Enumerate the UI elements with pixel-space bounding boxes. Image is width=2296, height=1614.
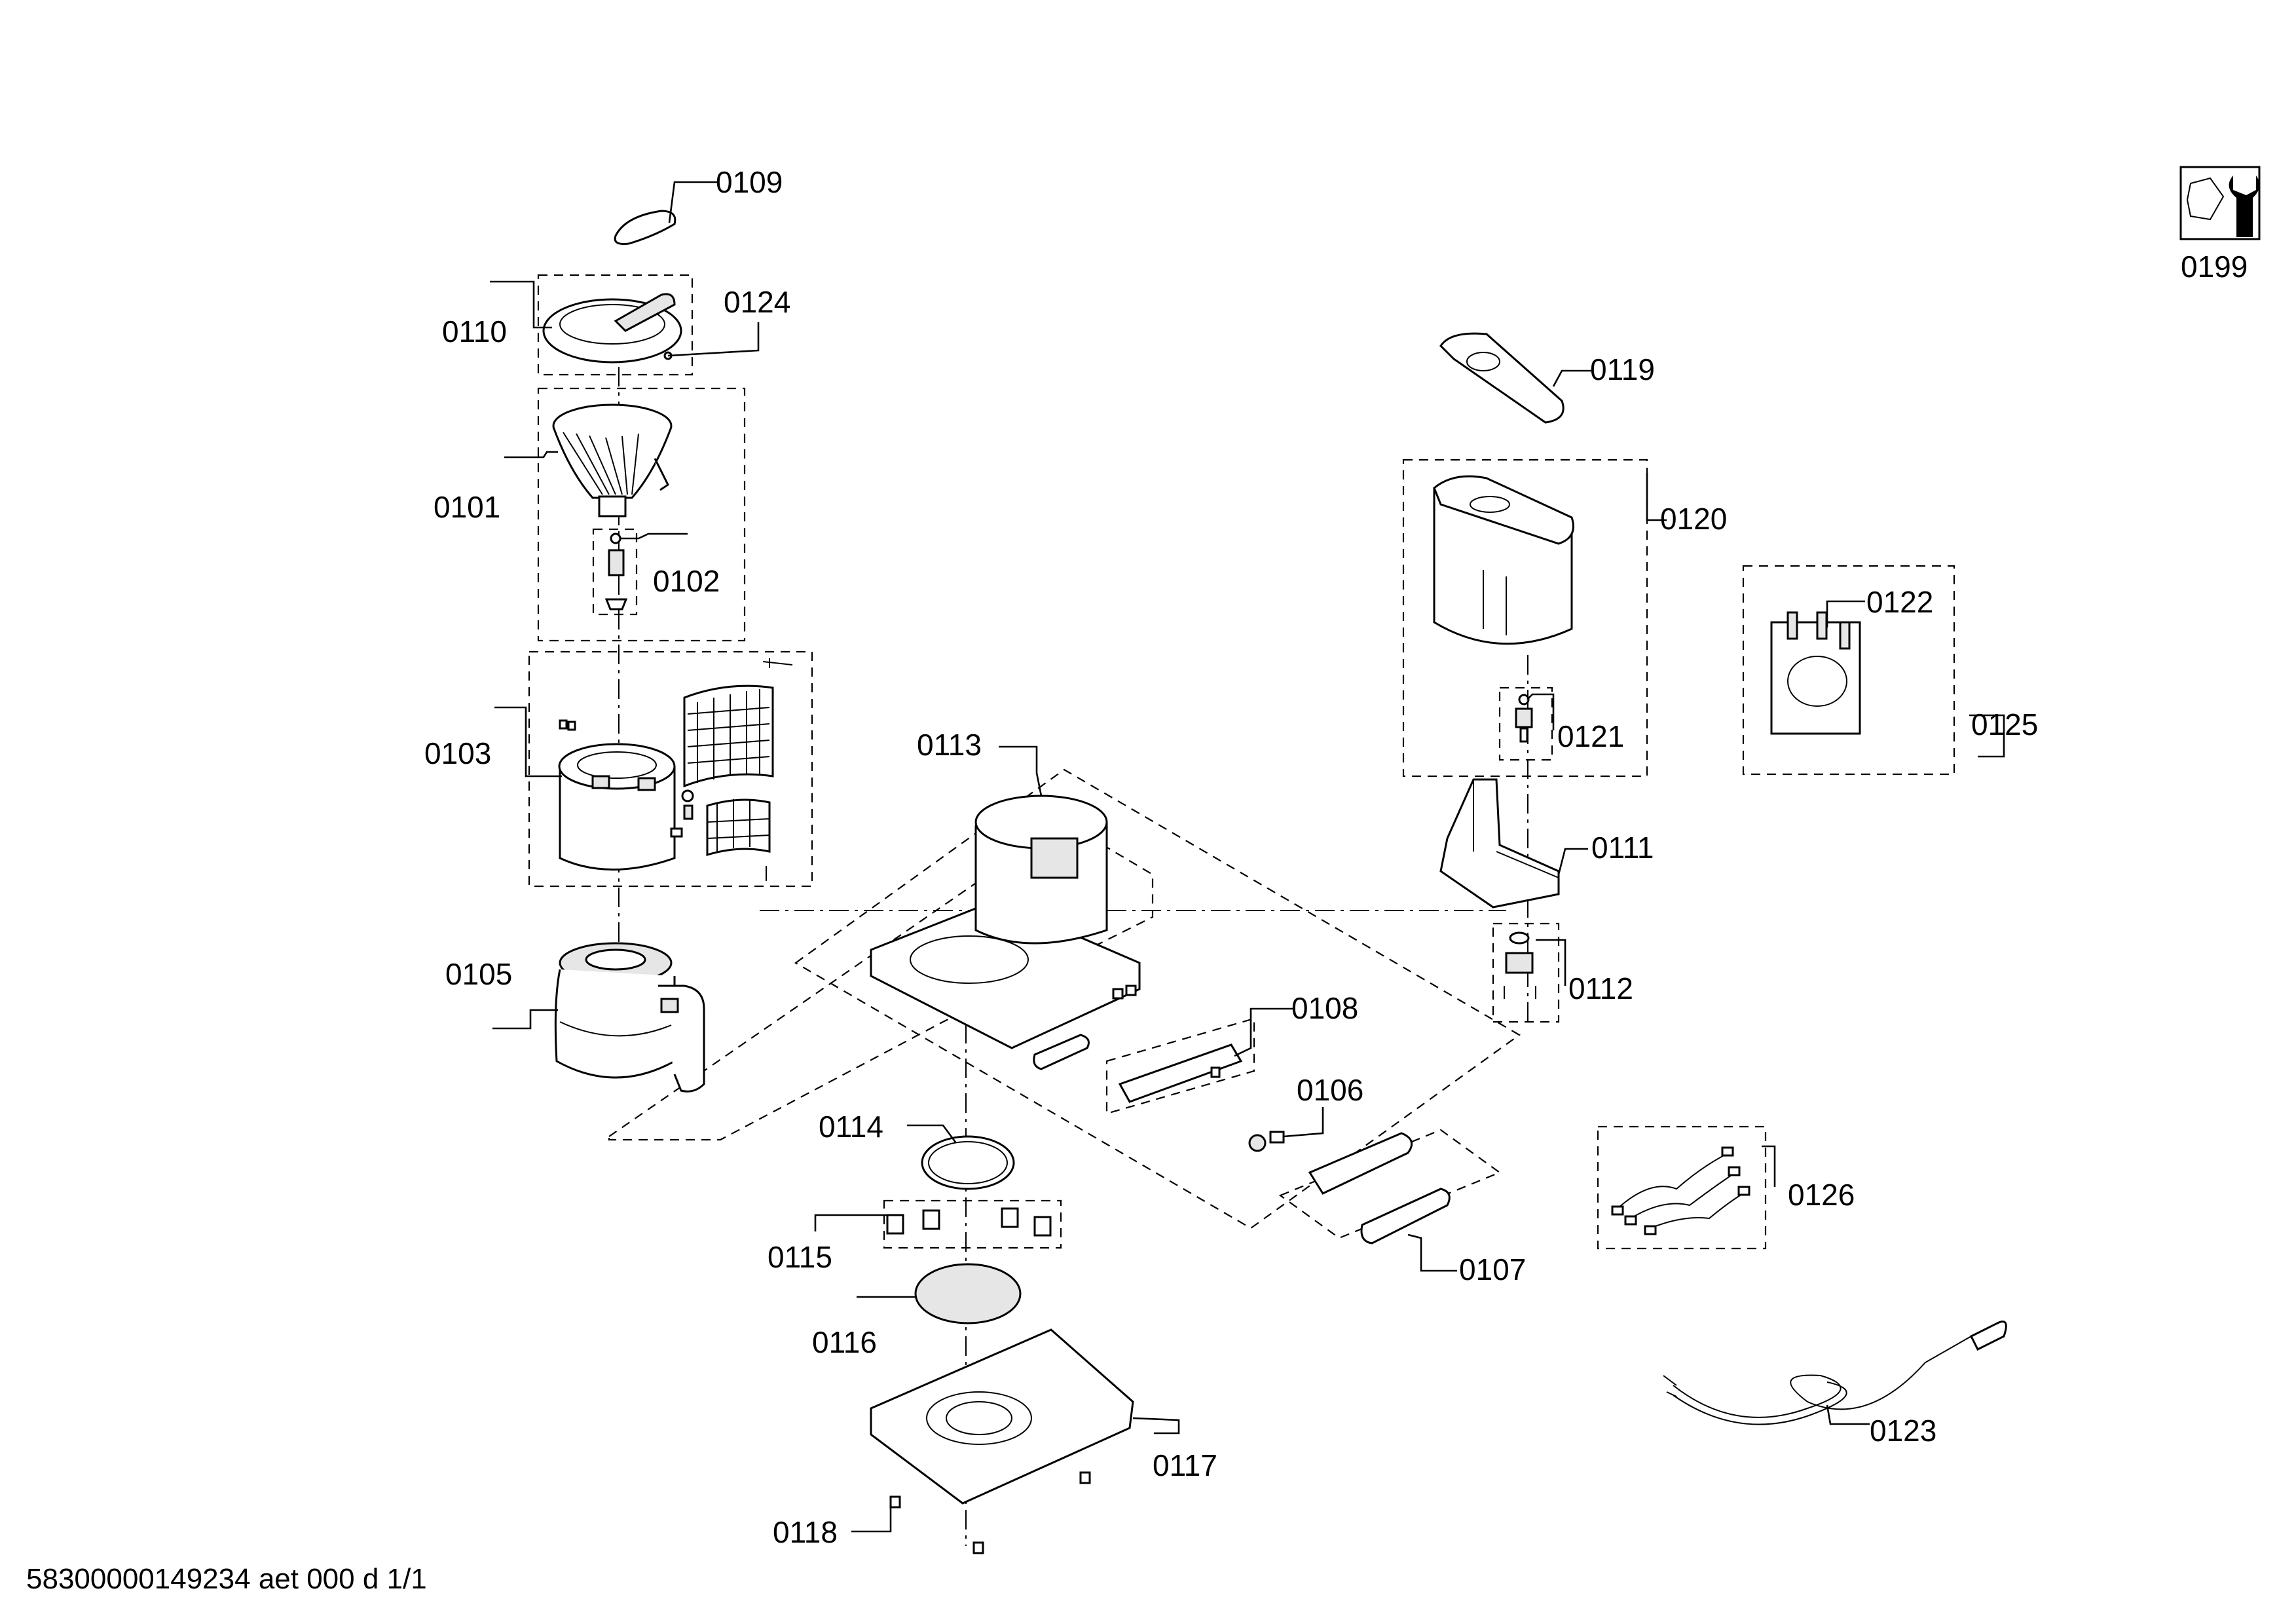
part-0123-power-cord [1663,1321,2007,1425]
part-0102-drip-valve [604,533,628,610]
callout-0113: 0113 [917,728,982,762]
part-0115-clips [886,1207,1052,1237]
part-0103-heater-unit [558,658,793,881]
leader-lines [490,181,2005,1533]
callout-0108: 0108 [1291,991,1358,1025]
part-0108-control-board [1118,1043,1243,1103]
part-0109-lid-knob [614,210,676,245]
part-0107-switch-housing [1308,1132,1451,1245]
callout-0122: 0122 [1866,585,1933,619]
callout-labels: 0109 0110 0124 0101 0102 0103 0105 0113 … [424,165,2248,1549]
part-0110-lid [542,293,682,364]
callout-0124: 0124 [724,285,790,319]
callout-0102: 0102 [653,564,720,598]
callout-0120: 0120 [1660,502,1727,536]
document-id: 58300000149234 aet 000 d 1/1 [26,1563,427,1595]
callout-0109: 0109 [716,165,783,199]
part-0121-tank-valve [1515,694,1533,743]
part-0120-water-tank [1433,475,1574,645]
part-0116-insulation-disc [914,1263,1022,1324]
callout-0103: 0103 [424,736,491,770]
callout-0112: 0112 [1568,971,1633,1005]
callout-0119: 0119 [1590,352,1655,386]
callout-0105: 0105 [445,957,512,991]
part-0114-seal-ring [921,1135,1015,1190]
callout-0115: 0115 [768,1240,832,1274]
part-0117-base-plate [870,1328,1134,1554]
callout-0114: 0114 [819,1110,883,1144]
callout-0121: 0121 [1557,719,1624,753]
callout-0106: 0106 [1297,1073,1363,1107]
wrench-icon [2179,166,2261,240]
part-0126-wire-harness [1611,1146,1750,1235]
callout-0116: 0116 [812,1325,877,1359]
callout-0118: 0118 [773,1515,838,1549]
callout-0199: 0199 [2181,250,2248,284]
part-0119-water-tank-lid [1439,332,1565,424]
callout-0110: 0110 [442,314,507,348]
part-0113-main-housing [870,795,1141,1070]
callout-0125: 0125 [1971,707,2038,741]
part-0101-filter-basket [552,404,673,517]
part-0106-button [1248,1131,1285,1152]
part-0111-tank-holder [1439,778,1560,909]
part-0112-valve-block [1504,931,1536,999]
callout-0126: 0126 [1788,1178,1855,1212]
callout-0101: 0101 [434,490,500,524]
callout-0107: 0107 [1459,1252,1526,1286]
part-0125-pump-unit [1770,611,1861,735]
callout-0111: 0111 [1591,831,1654,865]
part-0105-coffee-jug [554,942,705,1093]
callout-0123: 0123 [1870,1414,1936,1448]
callout-0117: 0117 [1153,1448,1217,1482]
